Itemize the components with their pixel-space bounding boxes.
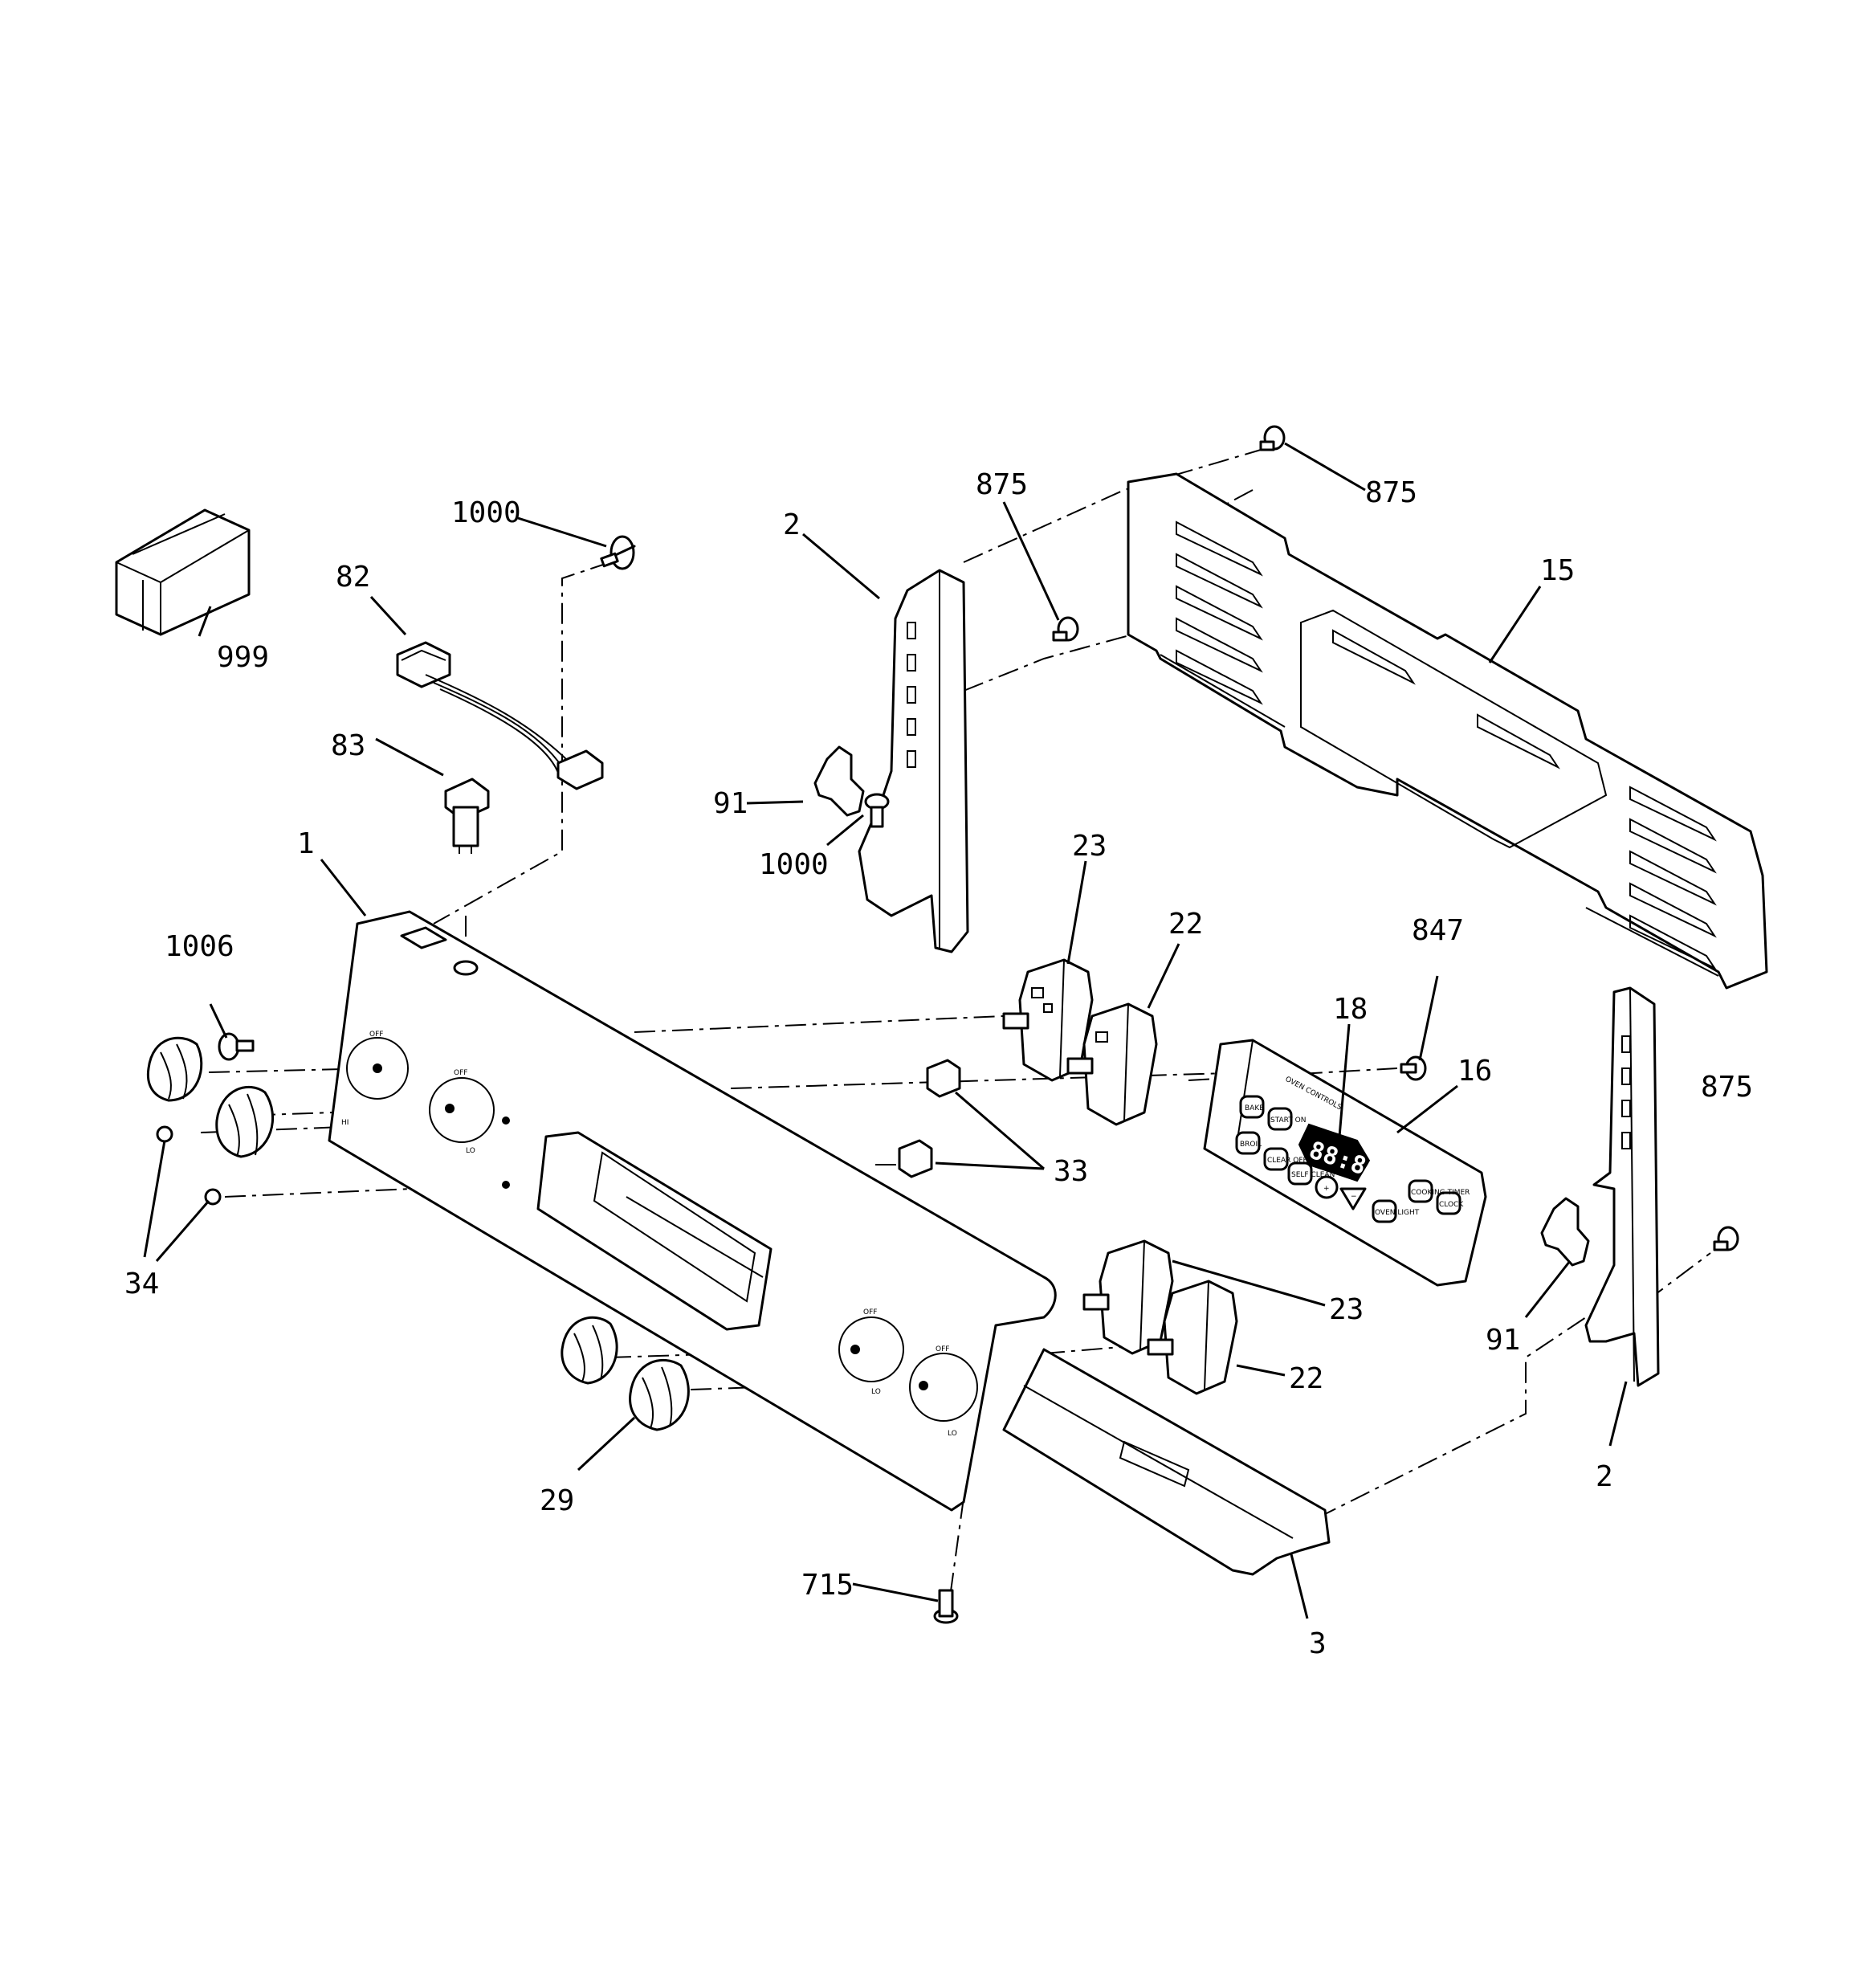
key-clear-label: CLEAR OFF [1267,1157,1307,1165]
part-83-switch [444,778,490,854]
control-keys: BAKE START ON BROIL CLEAR OFF SELF CLEAN… [1235,1095,1470,1223]
screw-875-c [1713,1226,1739,1251]
part-82-harness [396,641,604,790]
key-start-label: START ON [1270,1116,1306,1125]
dial-off-text-4: OFF [936,1345,949,1353]
callout-2-right: 2 [1596,1460,1613,1493]
callout-23-lower: 23 [1329,1293,1364,1326]
part-91-clip-right [1540,1197,1590,1267]
part-999-box [115,508,251,636]
part-91-clip-left [813,745,865,817]
key-minus-label: − [1351,1193,1357,1201]
part-23-switch-lower [1082,1239,1174,1355]
knob-4 [629,1358,690,1431]
key-clock-label: CLOCK [1439,1201,1464,1209]
part-847-screw [1400,1055,1427,1081]
callout-22-upper: 22 [1168,908,1203,941]
key-clear-off [1263,1147,1289,1171]
dial-off-text-3: OFF [863,1308,877,1316]
part-22-switch-lower [1147,1280,1238,1395]
part-2-bracket-left [858,569,969,953]
dial-off-text-1: OFF [369,1031,383,1039]
key-self-clean [1287,1161,1313,1186]
callout-2-left: 2 [783,508,801,541]
callout-1: 1 [297,827,315,860]
key-oven-light [1372,1199,1397,1223]
callout-91-left: 91 [713,787,748,820]
key-cooking-timer [1408,1179,1433,1203]
dial-hi-text-1: HI [341,1119,349,1127]
dial-off-text-2: OFF [454,1069,467,1077]
key-broil-label: BROIL [1240,1141,1262,1149]
callout-875-b: 875 [1365,476,1417,509]
part-15-rear-panel [1127,472,1768,990]
part-715-screw [933,1589,959,1624]
part-2-bracket-right [1584,986,1660,1387]
callout-3: 3 [1309,1627,1327,1660]
key-bake [1239,1095,1265,1119]
callout-847: 847 [1412,914,1464,947]
callout-33: 33 [1054,1155,1088,1188]
screw-875-b [1259,425,1286,451]
part-33-lamp-switches [898,1059,961,1178]
callout-34: 34 [124,1268,159,1300]
callout-999: 999 [217,641,269,674]
knob-3 [561,1316,618,1385]
callout-91-right: 91 [1486,1324,1520,1357]
callout-875-a: 875 [976,468,1028,501]
key-clock [1436,1191,1461,1215]
key-self-label: SELF CLEAN [1291,1171,1335,1179]
callout-29: 29 [540,1484,574,1517]
callout-83: 83 [331,729,365,762]
part-1000-screw-top [600,535,636,570]
callout-labels: 999 82 1000 83 1 1006 34 2 875 91 1000 8… [124,468,1753,1660]
part-23-switch-upper [1002,958,1094,1082]
part-1006-screw [218,1032,255,1061]
key-plus-label: + [1323,1185,1330,1193]
dial-lo-text-2: LO [871,1388,881,1396]
screw-875-a [1052,616,1079,642]
knobs-upper [146,1036,274,1158]
part-16-control-board: OVEN CONTROLS 88:88 BAKE START ON BROIL … [1203,1039,1487,1287]
part-1-backsplash: OFF OFF OFF OFF HI LO LO LO [328,910,1057,1512]
callout-15: 15 [1540,554,1575,587]
callout-23-upper: 23 [1072,830,1107,863]
leader-lines [143,442,1628,1619]
callout-875-c: 875 [1701,1071,1753,1104]
key-start-on [1267,1107,1293,1131]
key-bake-label: BAKE [1245,1104,1264,1112]
part-34-nuts [156,1125,222,1206]
callout-1000-mid: 1000 [759,848,829,881]
part-29-knobs [561,1316,690,1431]
dial-lo-text-3: LO [948,1430,957,1438]
key-timer-label: COOKING TIMER [1411,1189,1470,1197]
callout-18: 18 [1333,993,1368,1026]
callout-1006: 1006 [165,930,234,963]
part-875-screws [1052,425,1739,1251]
callout-82: 82 [336,561,370,594]
key-broil [1235,1131,1261,1155]
callout-1000-top: 1000 [451,496,521,529]
key-minus [1339,1187,1367,1210]
knob-2 [215,1085,274,1158]
key-light-label: OVEN LIGHT [1375,1209,1420,1217]
callout-22-lower: 22 [1289,1362,1323,1395]
key-plus [1315,1175,1339,1199]
part-22-switch-upper [1066,1002,1158,1126]
knob-1 [146,1036,203,1102]
dial-lo-text-1: LO [466,1147,475,1155]
part-1000-screw-mid [864,793,890,828]
part-3-trim [1002,1348,1331,1576]
callout-16: 16 [1457,1055,1492,1088]
callout-715: 715 [801,1569,854,1602]
